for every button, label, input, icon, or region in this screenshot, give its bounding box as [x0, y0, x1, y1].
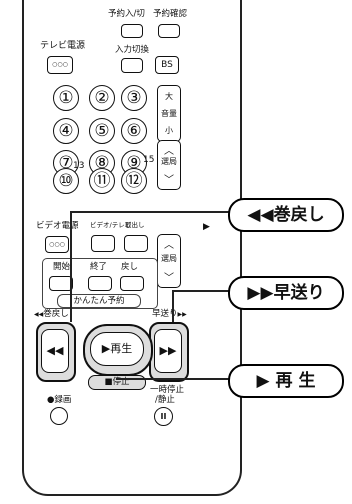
- channel-down-icon: ﹀: [164, 175, 174, 186]
- number-5-button[interactable]: ⑤: [89, 118, 115, 144]
- leader-line-play: [116, 378, 230, 380]
- back-label: 戻し: [121, 262, 139, 272]
- end-button[interactable]: [88, 276, 112, 291]
- number-2-button[interactable]: ②: [89, 85, 115, 111]
- input-switch-button[interactable]: [121, 58, 143, 73]
- number-4-button[interactable]: ④: [53, 118, 79, 144]
- tv-power-dots: ○○○: [52, 61, 68, 68]
- number-10-button[interactable]: ⑩: [53, 168, 79, 194]
- rewind-icon: ◀◀: [41, 329, 69, 373]
- rec-button[interactable]: [50, 407, 68, 425]
- channel-rocker[interactable]: ︿ 選局 ﹀: [157, 140, 181, 190]
- bs-button[interactable]: BS: [155, 56, 179, 74]
- channel-label: 選局: [161, 157, 177, 166]
- ff-label: 早送り▶▶: [152, 310, 187, 319]
- timer-check-button[interactable]: [158, 24, 180, 38]
- volume-rocker[interactable]: 大 音量 小: [157, 85, 181, 142]
- easy-timer-label: かんたん予約: [57, 294, 141, 308]
- channel-up-icon: ︿: [164, 240, 174, 251]
- eject-label: 取出し: [125, 221, 145, 229]
- number-12-button[interactable]: ⑫: [121, 168, 147, 194]
- ff-button-outer[interactable]: ▶▶: [149, 322, 189, 382]
- rewind-callout: ◀◀巻戻し: [228, 198, 344, 232]
- channel-rocker-2[interactable]: ︿ 選局 ﹀: [157, 234, 181, 288]
- channel-up-icon: ︿: [164, 146, 174, 157]
- video-power-dots: ○○○: [49, 241, 65, 248]
- leader-line-rewind-vertical: [70, 211, 72, 322]
- timer-onoff-label: 予約入/切: [108, 9, 145, 19]
- ff-text: 早送り: [152, 309, 178, 319]
- easy-timer-group: [42, 258, 158, 309]
- number-15-superscript: 15: [143, 155, 155, 165]
- leader-line-rewind: [70, 211, 230, 213]
- ff-callout: ▶▶早送り: [228, 276, 344, 310]
- eject-button[interactable]: [124, 235, 148, 252]
- number-1-button[interactable]: ①: [53, 85, 79, 111]
- number-3-button[interactable]: ③: [121, 85, 147, 111]
- volume-label: 音量: [161, 109, 177, 118]
- rewind-label: ◀◀巻戻し: [34, 310, 69, 319]
- back-button[interactable]: [120, 276, 144, 291]
- play-text: 再生: [110, 342, 133, 355]
- play-button-outer[interactable]: ▶再生: [83, 324, 153, 376]
- video-power-button[interactable]: ○○○: [45, 236, 69, 253]
- volume-down-label: 小: [165, 126, 173, 135]
- number-11-button[interactable]: ⑪: [89, 168, 115, 194]
- tv-power-label: テレビ電源: [40, 41, 86, 51]
- channel-label-2: 選局: [161, 254, 177, 263]
- video-tv-label: ビデオ/テレビ: [90, 221, 132, 229]
- start-button[interactable]: [49, 276, 73, 291]
- play-icon: ▶: [101, 342, 111, 355]
- pause-button[interactable]: II: [154, 407, 173, 426]
- play-button[interactable]: ▶再生: [90, 332, 144, 366]
- input-switch-label: 入力切換: [115, 45, 150, 55]
- video-power-label: ビデオ電源: [36, 221, 79, 231]
- volume-up-label: 大: [165, 92, 173, 101]
- rewind-small-icon: ◀◀: [34, 311, 44, 318]
- channel-down-icon: ﹀: [164, 273, 174, 284]
- number-6-button[interactable]: ⑥: [121, 118, 147, 144]
- start-label: 開始: [53, 262, 71, 272]
- bs-label: BS: [161, 60, 173, 70]
- play-small-icon: ▶: [203, 222, 210, 232]
- rec-label: ●録画: [47, 395, 72, 405]
- end-label: 終了: [90, 262, 108, 272]
- pause-label: 一時停止: [150, 385, 185, 395]
- number-13-superscript: 13: [73, 161, 85, 171]
- ff-small-icon: ▶▶: [177, 311, 187, 318]
- rewind-text: 巻戻し: [43, 309, 69, 319]
- leader-line-ff-vertical: [172, 290, 174, 322]
- rewind-button-outer[interactable]: ◀◀: [36, 322, 76, 382]
- timer-onoff-button[interactable]: [121, 24, 143, 38]
- pause-sub-label: /静止: [155, 395, 175, 405]
- video-tv-button[interactable]: [91, 235, 115, 252]
- ff-icon: ▶▶: [154, 329, 182, 373]
- leader-line-ff: [172, 290, 230, 292]
- tv-power-button[interactable]: ○○○: [47, 56, 73, 74]
- timer-check-label: 予約確認: [153, 9, 188, 19]
- play-callout: ▶ 再 生: [228, 364, 344, 398]
